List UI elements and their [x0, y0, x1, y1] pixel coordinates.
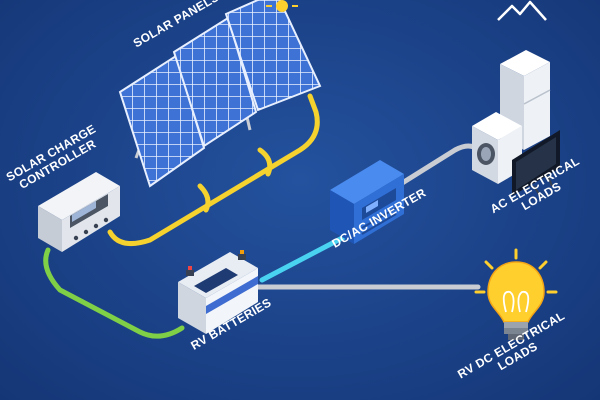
light-bulb-icon: [474, 248, 558, 340]
panel-cable: [107, 93, 320, 247]
solar-panel-left: [118, 54, 206, 188]
washing-machine-icon: [472, 112, 522, 184]
charge-controller-icon: [38, 172, 120, 252]
inverter-cable: [259, 233, 349, 283]
mountain-logo-icon: [497, 0, 547, 21]
battery-cable: [43, 247, 185, 339]
inverter-icon: [330, 160, 404, 244]
solar-panel-icon: [118, 0, 322, 188]
solar-panel-right: [224, 0, 322, 112]
sun-icon: [266, 0, 298, 12]
television-icon: [512, 130, 560, 197]
battery-icon: [178, 250, 258, 334]
solar-panel-middle: [172, 16, 258, 148]
